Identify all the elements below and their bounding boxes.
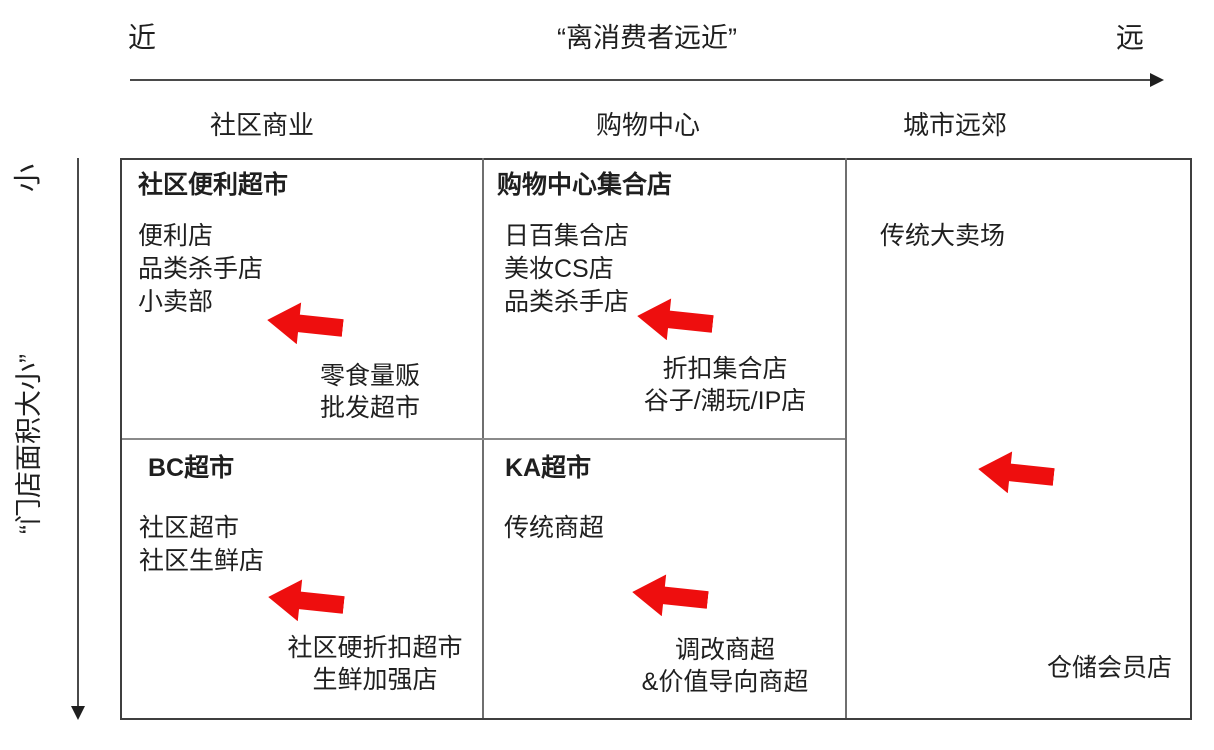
list-item: 小卖部: [138, 288, 214, 316]
matrix-grid-frame: [120, 158, 1192, 720]
cell-topmiddle-targets: 折扣集合店谷子/潮玩/IP店: [610, 353, 840, 417]
target-item: 社区硬折扣超市: [287, 634, 463, 662]
h-axis-line: [130, 79, 1152, 81]
cell-bottommiddle-header: KA超市: [505, 454, 592, 482]
target-item: 生鲜加强店: [312, 666, 438, 694]
h-axis-title: “离消费者远近”: [557, 23, 737, 53]
list-item: 社区生鲜店: [139, 547, 265, 575]
list-item: 社区超市: [139, 514, 240, 542]
target-item: 谷子/潮玩/IP店: [643, 387, 807, 415]
cell-bottomleft-targets: 社区硬折扣超市生鲜加强店: [270, 632, 480, 696]
target-item: 零食量贩: [319, 362, 420, 390]
cell-topleft-items: 便利店品类杀手店小卖部: [138, 220, 263, 319]
h-axis-arrowhead-icon: [1150, 73, 1164, 87]
column-header-mall: 购物中心: [595, 110, 700, 140]
cell-bottomleft-header: BC超市: [148, 454, 235, 482]
cell-bottomleft-items: 社区超市社区生鲜店: [139, 512, 264, 578]
v-axis-small-label: 小: [12, 164, 43, 193]
v-axis-line: [77, 158, 79, 706]
grid-vertical-divider-2: [845, 158, 847, 718]
h-axis-far-label: 远: [1116, 22, 1145, 53]
v-axis-arrowhead-icon: [71, 706, 85, 720]
list-item: 便利店: [138, 222, 214, 250]
cell-right-item: 传统大卖场: [880, 222, 1006, 250]
cell-right-target: 仓储会员店: [1046, 654, 1172, 682]
cell-bottommiddle-item: 传统商超: [504, 514, 605, 542]
target-item: 批发超市: [319, 394, 420, 422]
list-item: 品类杀手店: [138, 255, 264, 283]
cell-topmiddle-header: 购物中心集合店: [497, 171, 673, 199]
cell-topleft-header: 社区便利超市: [138, 171, 289, 199]
list-item: 美妆CS店: [504, 255, 614, 283]
cell-topmiddle-items: 日百集合店美妆CS店品类杀手店: [504, 220, 629, 319]
h-axis-near-label: 近: [128, 22, 157, 53]
cell-bottommiddle-targets: 调改商超&价值导向商超: [610, 634, 840, 698]
target-item: &价值导向商超: [641, 668, 809, 696]
target-item: 调改商超: [674, 636, 775, 664]
v-axis-title: “门店面积大小”: [14, 354, 44, 534]
target-item: 折扣集合店: [662, 355, 788, 383]
column-header-community: 社区商业: [209, 110, 314, 140]
list-item: 日百集合店: [504, 222, 630, 250]
list-item: 品类杀手店: [504, 288, 630, 316]
cell-topleft-targets: 零食量贩批发超市: [270, 360, 470, 424]
column-header-suburb: 城市远郊: [902, 110, 1007, 140]
grid-horizontal-divider: [122, 438, 845, 440]
